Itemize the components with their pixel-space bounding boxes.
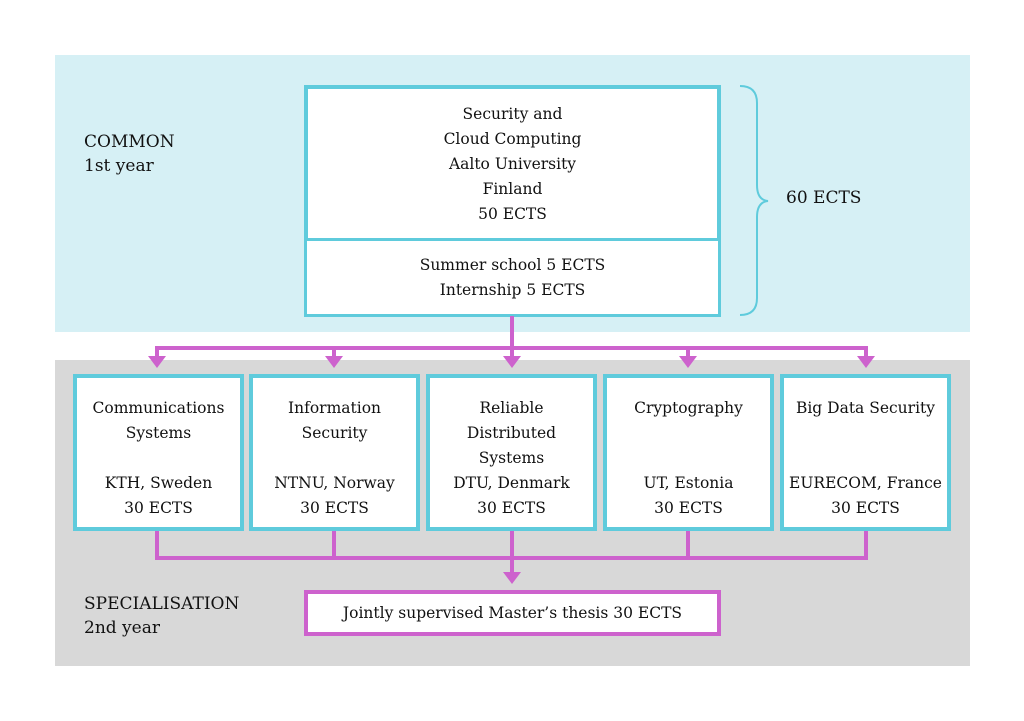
spec-box-big-data-security: Big Data Security EURECOM, France 30 ECT… — [780, 374, 951, 531]
brace-icon — [739, 85, 769, 316]
spec-title: Information Security — [288, 396, 381, 471]
spec-university: EURECOM, France — [789, 474, 942, 492]
spec-title: Communications Systems — [93, 396, 225, 471]
spec-title-line: Security — [301, 424, 368, 442]
spec-title-line: Systems — [125, 424, 192, 442]
spec-credits: 30 ECTS — [831, 499, 900, 517]
spec-title: Cryptography — [634, 396, 743, 471]
aalto-programme-box: Security and Cloud Computing Aalto Unive… — [304, 85, 721, 242]
arrow-to-thesis-icon — [503, 572, 521, 584]
thesis-label: Jointly supervised Master’s thesis 30 EC… — [342, 603, 683, 622]
spec-box-information-security: Information Security NTNU, Norway 30 ECT… — [249, 374, 420, 531]
programme-line: Security and — [462, 105, 563, 123]
programme-line: Aalto University — [448, 155, 577, 173]
programme-line: Finland — [482, 180, 543, 198]
spec-title: Big Data Security — [796, 396, 935, 471]
spec-title-line: Cryptography — [634, 399, 743, 417]
common-subtitle: 1st year — [84, 156, 154, 176]
spec-title: Reliable Distributed Systems — [467, 396, 556, 471]
spec-university: UT, Estonia — [643, 474, 734, 492]
common-section-label: COMMON 1st year — [84, 130, 175, 178]
specialisation-section-label: SPECIALISATION 2nd year — [84, 592, 239, 640]
spec-title-line: Systems — [478, 449, 545, 467]
programme-line: 50 ECTS — [478, 205, 547, 223]
arrow-down-icon — [148, 356, 166, 368]
thesis-box: Jointly supervised Master’s thesis 30 EC… — [304, 590, 721, 636]
specialisation-subtitle: 2nd year — [84, 618, 160, 638]
spec-university: NTNU, Norway — [274, 474, 395, 492]
specialisation-title: SPECIALISATION — [84, 594, 240, 614]
arrow-down-icon — [857, 356, 875, 368]
spec-university: KTH, Sweden — [104, 474, 213, 492]
spec-credits: 30 ECTS — [477, 499, 546, 517]
spec-title-line: Distributed — [466, 424, 557, 442]
spec-box-cryptography: Cryptography UT, Estonia 30 ECTS — [603, 374, 774, 531]
spec-box-communications: Communications Systems KTH, Sweden 30 EC… — [73, 374, 244, 531]
extras-box: Summer school 5 ECTS Internship 5 ECTS — [304, 238, 721, 317]
spec-title-line: Reliable — [479, 399, 544, 417]
spec-title-line: Communications — [92, 399, 225, 417]
spec-title-line: Big Data Security — [795, 399, 936, 417]
summer-school-line: Summer school 5 ECTS — [419, 255, 606, 274]
internship-line: Internship 5 ECTS — [439, 280, 586, 299]
spec-credits: 30 ECTS — [300, 499, 369, 517]
spec-university: DTU, Denmark — [453, 474, 570, 492]
spec-title-line: Information — [287, 399, 382, 417]
common-title: COMMON — [84, 132, 175, 152]
total-ects-label: 60 ECTS — [786, 188, 862, 208]
arrow-down-icon — [325, 356, 343, 368]
arrow-down-icon — [503, 356, 521, 368]
spec-credits: 30 ECTS — [654, 499, 723, 517]
programme-line: Cloud Computing — [443, 130, 582, 148]
spec-credits: 30 ECTS — [124, 499, 193, 517]
spec-box-reliable-distributed: Reliable Distributed Systems DTU, Denmar… — [426, 374, 597, 531]
arrow-down-icon — [679, 356, 697, 368]
